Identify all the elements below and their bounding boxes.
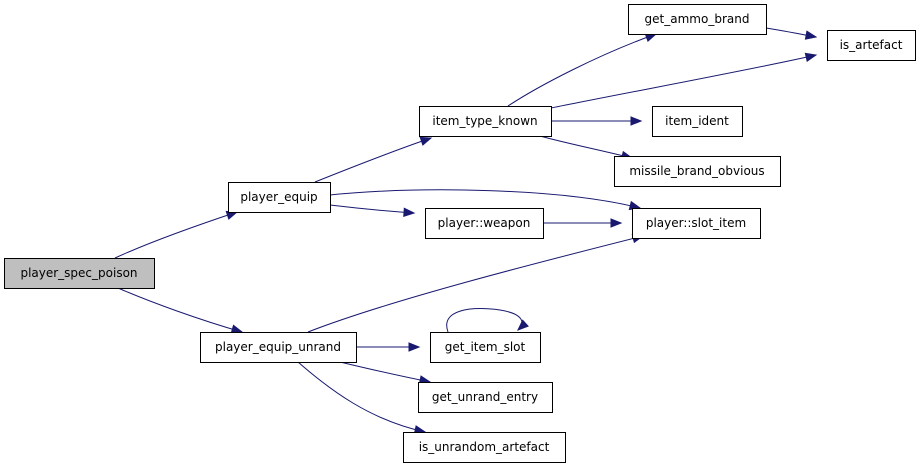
edge-line — [539, 135, 633, 159]
edge-line — [117, 287, 243, 333]
node-box[interactable] — [430, 332, 541, 363]
node-box[interactable] — [418, 382, 553, 413]
node-label: is_artefact — [840, 38, 903, 52]
node-label: player_equip_unrand — [215, 340, 341, 354]
edge-arrowhead — [403, 207, 416, 217]
node-label: is_unrandom_artefact — [419, 440, 550, 454]
node-label: item_type_known — [432, 114, 537, 128]
edge-arrowhead — [230, 324, 244, 334]
node-get-ammo-brand[interactable]: get_ammo_brand — [628, 4, 767, 35]
node-label: missile_brand_obvious — [629, 164, 764, 178]
edge-get-item-slot-to-get-item-slot — [446, 308, 529, 333]
node-item-type-known[interactable]: item_type_known — [419, 106, 552, 137]
edge-arrowhead — [419, 136, 433, 146]
edge-player-equip-unrand-to-player-slot-item — [307, 233, 645, 333]
edge-arrowhead — [610, 218, 623, 228]
edge-line — [114, 211, 238, 259]
node-label: get_unrand_entry — [432, 390, 538, 404]
node-label: player::slot_item — [646, 216, 746, 230]
node-player-equip-unrand[interactable]: player_equip_unrand — [200, 332, 357, 363]
node-is-artefact[interactable]: is_artefact — [827, 30, 916, 61]
edge-get-ammo-brand-to-is-artefact — [765, 27, 818, 40]
node-item-ident[interactable]: item_ident — [652, 106, 743, 137]
node-box[interactable] — [827, 30, 916, 61]
edge-line — [446, 308, 523, 333]
edge-line — [329, 204, 415, 214]
node-box[interactable] — [652, 106, 743, 137]
node-player-spec-poison[interactable]: player_spec_poison — [4, 258, 155, 289]
edge-arrowhead — [408, 342, 421, 352]
edge-line — [297, 361, 426, 433]
node-player-equip[interactable]: player_equip — [228, 182, 331, 213]
node-box[interactable] — [632, 208, 761, 239]
node-box[interactable] — [614, 156, 781, 187]
node-box[interactable] — [200, 332, 357, 363]
node-label: player::weapon — [438, 216, 531, 230]
edge-item-type-known-to-missile-brand-obvious — [539, 135, 634, 161]
edge-item-type-known-to-item-ident — [551, 116, 643, 126]
node-label: item_ident — [665, 114, 729, 128]
edge-line — [307, 235, 644, 333]
edge-player-spec-poison-to-player-equip-unrand — [117, 287, 244, 334]
edge-player-spec-poison-to-player-equip — [114, 210, 239, 259]
node-label: player_spec_poison — [20, 266, 137, 280]
node-label: player_equip — [240, 190, 317, 204]
edge-line — [339, 361, 431, 383]
node-label: get_ammo_brand — [645, 12, 750, 26]
node-box[interactable] — [403, 432, 566, 463]
edge-player-weapon-to-player-slot-item — [543, 218, 623, 228]
node-box[interactable] — [628, 4, 767, 35]
node-missile-brand-obvious[interactable]: missile_brand_obvious — [614, 156, 781, 187]
edge-player-equip-unrand-to-get-item-slot — [356, 342, 421, 352]
node-box[interactable] — [419, 106, 552, 137]
node-player-weapon[interactable]: player::weapon — [425, 208, 544, 239]
edge-player-equip-unrand-to-is-unrandom-artefact — [297, 361, 427, 435]
edge-arrowhead — [517, 319, 529, 331]
node-box[interactable] — [4, 258, 155, 289]
node-player-slot-item[interactable]: player::slot_item — [632, 208, 761, 239]
edge-player-equip-unrand-to-get-unrand-entry — [339, 361, 432, 385]
edge-item-type-known-to-get-ammo-brand — [507, 33, 658, 107]
graph-nodes: player_spec_poison player_equip player_equ… — [4, 4, 916, 463]
node-get-unrand-entry[interactable]: get_unrand_entry — [418, 382, 553, 413]
node-box[interactable] — [425, 208, 544, 239]
node-get-item-slot[interactable]: get_item_slot — [430, 332, 541, 363]
edge-line — [329, 189, 641, 209]
edge-line — [550, 54, 817, 109]
node-label: get_item_slot — [445, 340, 526, 354]
node-is-unrandom-artefact[interactable]: is_unrandom_artefact — [403, 432, 566, 463]
edge-arrowhead — [804, 52, 818, 62]
edge-player-equip-to-player-weapon — [329, 204, 416, 217]
edge-arrowhead — [630, 116, 643, 126]
edge-arrowhead — [804, 30, 818, 40]
node-box[interactable] — [228, 182, 331, 213]
edge-line — [314, 137, 432, 183]
edge-player-equip-to-item-type-known — [314, 136, 433, 183]
edge-item-type-known-to-is-artefact — [550, 52, 818, 109]
edge-player-equip-to-player-slot-item — [329, 189, 642, 211]
edge-line — [507, 33, 657, 107]
